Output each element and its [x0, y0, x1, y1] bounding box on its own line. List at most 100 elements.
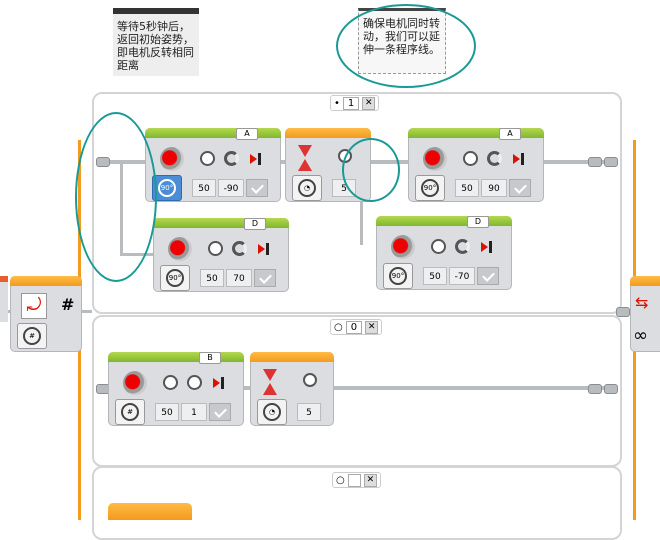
block-header — [108, 352, 244, 362]
power-value[interactable]: 50 — [155, 403, 179, 421]
degrees-value[interactable]: -70 — [449, 267, 475, 285]
rotate-icon: 90° — [389, 267, 407, 285]
mode-selector[interactable]: 90° — [160, 265, 190, 291]
seconds-value[interactable]: 5 — [297, 403, 321, 421]
annotation-circle — [336, 4, 476, 88]
rotations-value[interactable]: 1 — [181, 403, 207, 421]
motor-icon — [423, 147, 447, 171]
medium-motor-block[interactable]: D 90° 50 -70 — [376, 216, 512, 290]
port-selector[interactable]: D — [467, 216, 489, 228]
timer-mode-icon: ◔ — [298, 179, 316, 197]
port-selector[interactable]: A — [236, 128, 258, 140]
brake-icon — [213, 377, 225, 389]
case-tab-dot: ○ — [336, 474, 345, 486]
mode-selector[interactable]: # — [17, 323, 47, 349]
block-header — [376, 216, 512, 226]
power-gauge-icon — [200, 151, 215, 166]
sequence-plug[interactable] — [588, 384, 602, 394]
brake-toggle[interactable] — [477, 267, 499, 285]
wait-block[interactable]: ◔ 5 — [250, 352, 334, 426]
rotate-icon: 90° — [166, 269, 184, 287]
mode-selector[interactable]: 90° — [383, 263, 413, 289]
check-icon — [251, 182, 265, 194]
sequence-plug[interactable] — [604, 384, 618, 394]
block-header — [285, 128, 371, 138]
power-gauge-icon — [163, 375, 178, 390]
brake-icon — [513, 153, 525, 165]
brake-toggle[interactable] — [509, 179, 531, 197]
block-header — [250, 352, 334, 362]
mode-selector[interactable]: ◔ — [292, 175, 322, 201]
close-icon[interactable]: ✕ — [362, 96, 376, 110]
mode-selector[interactable]: # — [115, 399, 145, 425]
power-value[interactable]: 50 — [192, 179, 216, 197]
annotation-circle — [75, 112, 157, 282]
medium-motor-block[interactable]: A 90° 50 90 — [408, 128, 544, 202]
power-gauge-icon — [208, 241, 223, 256]
hourglass-icon — [263, 369, 277, 395]
annotation-circle — [342, 138, 400, 202]
medium-motor-block[interactable]: B # 50 1 — [108, 352, 244, 426]
sequence-wire — [360, 163, 363, 245]
block-header — [153, 218, 289, 228]
numeric-symbol: # — [61, 295, 75, 314]
degrees-value[interactable]: -90 — [218, 179, 244, 197]
brake-icon — [258, 243, 270, 255]
switch-icon: ⤾ — [21, 293, 47, 319]
infinity-icon: ∞ — [633, 325, 648, 346]
brake-icon — [250, 153, 262, 165]
case-tab-2[interactable]: ○ 0 ✕ — [330, 319, 383, 335]
loop-block[interactable]: ⇆ ∞ — [630, 276, 660, 352]
motor-icon — [123, 371, 147, 395]
sequence-plug[interactable] — [588, 157, 602, 167]
timer-icon — [303, 373, 317, 387]
close-icon[interactable]: ✕ — [363, 473, 377, 487]
brake-toggle[interactable] — [254, 269, 276, 287]
power-value[interactable]: 50 — [200, 269, 224, 287]
power-gauge-icon — [431, 239, 446, 254]
block-header — [145, 128, 281, 138]
switch-block[interactable]: ⤾ # # — [10, 276, 82, 352]
degrees-icon — [487, 151, 502, 166]
rotations-mode-icon: # — [121, 403, 139, 421]
brake-toggle[interactable] — [209, 403, 231, 421]
port-selector[interactable]: D — [244, 218, 266, 230]
timer-mode-icon: ◔ — [263, 403, 281, 421]
wait-block-partial[interactable] — [108, 503, 192, 520]
sequence-plug[interactable] — [604, 157, 618, 167]
degrees-value[interactable]: 90 — [481, 179, 507, 197]
sequence-plug[interactable] — [616, 307, 630, 317]
port-selector[interactable]: B — [199, 352, 221, 364]
brake-icon — [481, 241, 493, 253]
block-header — [630, 276, 660, 286]
hourglass-icon — [298, 145, 312, 171]
brake-toggle[interactable] — [246, 179, 268, 197]
rotate-icon: 90° — [421, 179, 439, 197]
case-value-1[interactable]: 1 — [342, 96, 360, 110]
check-icon — [214, 406, 228, 418]
mode-selector[interactable]: ◔ — [257, 399, 287, 425]
case-tab-1[interactable]: • 1 ✕ — [330, 95, 380, 111]
numeric-mode-icon: # — [23, 327, 41, 345]
degrees-value[interactable]: 70 — [226, 269, 252, 287]
port-selector[interactable]: A — [499, 128, 521, 140]
degrees-icon — [224, 151, 239, 166]
medium-motor-block[interactable]: A 90° 50 -90 — [145, 128, 281, 202]
case-tab-3[interactable]: ○ ✕ — [332, 472, 381, 488]
motor-icon — [168, 237, 192, 261]
rotate-icon: 90° — [158, 179, 176, 197]
medium-motor-block[interactable]: D 90° 50 70 — [153, 218, 289, 292]
close-icon[interactable]: ✕ — [365, 320, 379, 334]
comment-note-left[interactable]: 等待5秒钟后，返回初始姿势，即电机反转相同距离 — [113, 8, 199, 76]
power-value[interactable]: 50 — [455, 179, 479, 197]
sequence-wire — [96, 386, 616, 390]
degrees-icon — [455, 239, 470, 254]
power-gauge-icon — [463, 151, 478, 166]
power-value[interactable]: 50 — [423, 267, 447, 285]
case-value-3[interactable] — [347, 473, 361, 487]
mode-selector[interactable]: 90° — [415, 175, 445, 201]
motor-icon — [391, 235, 415, 259]
check-icon — [482, 270, 496, 282]
motor-icon — [160, 147, 184, 171]
case-value-2[interactable]: 0 — [345, 320, 363, 334]
